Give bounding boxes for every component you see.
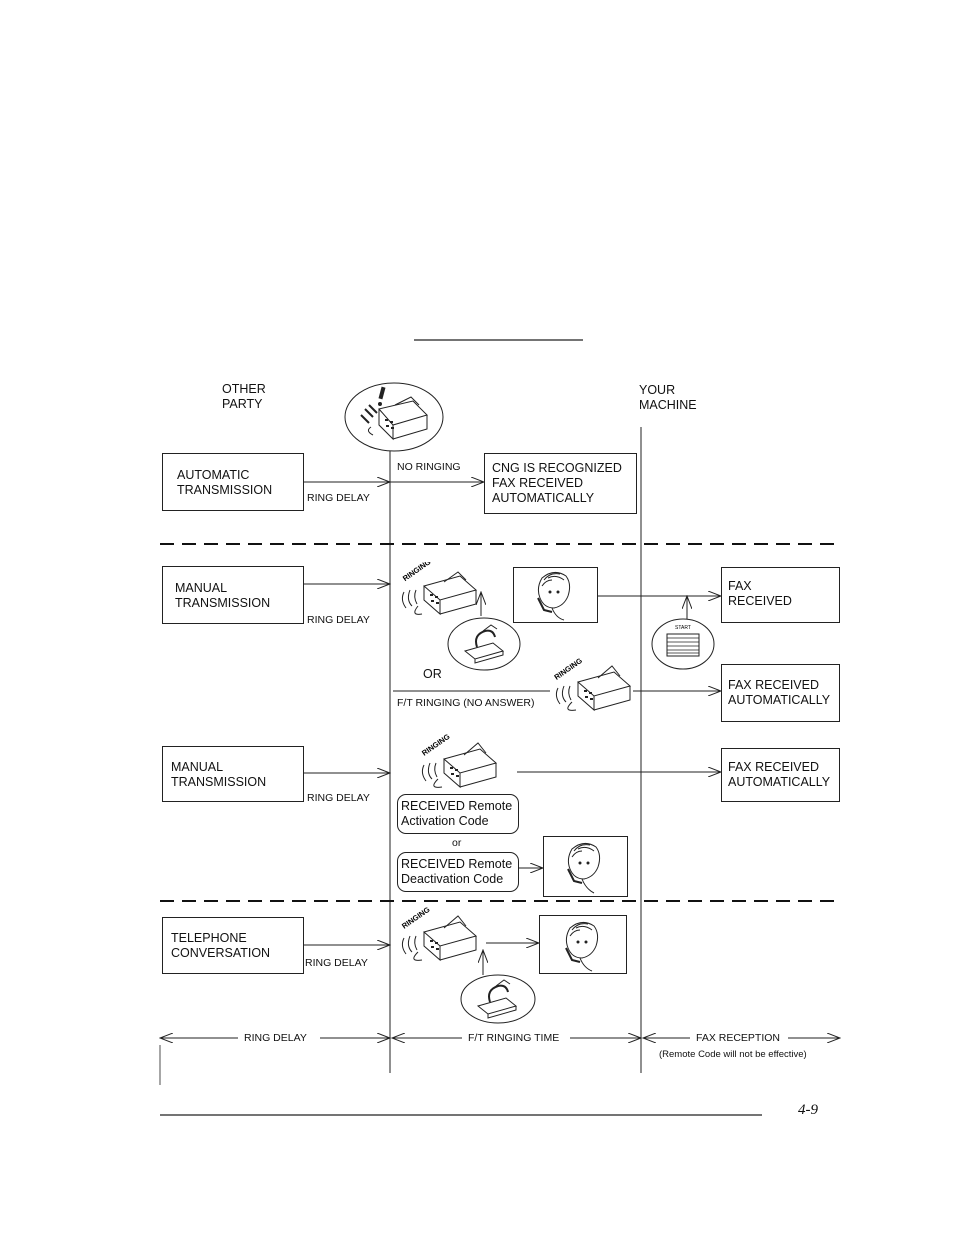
source-label: TELEPHONE CONVERSATION (171, 931, 271, 960)
ring-delay-label: RING DELAY (307, 614, 370, 626)
source-label: AUTOMATIC TRANSMISSION (177, 468, 273, 497)
handset-icon (447, 617, 521, 671)
automatic-transmission-box: AUTOMATIC TRANSMISSION (162, 453, 304, 511)
fax-received-automatically-box: FAX RECEIVED AUTOMATICALLY (721, 748, 840, 802)
telephone-conversation-box: TELEPHONE CONVERSATION (162, 917, 304, 974)
source-label: MANUAL TRANSMISSION (175, 581, 271, 610)
person-on-phone-panel (513, 567, 598, 623)
code-label: RECEIVED Remote Deactivation Code (401, 857, 513, 886)
result-label: CNG IS RECOGNIZED FAX RECEIVED AUTOMATIC… (492, 461, 622, 505)
timeline-note: (Remote Code will not be effective) (659, 1049, 807, 1060)
source-label: MANUAL TRANSMISSION (171, 760, 267, 789)
ft-ringing-label: F/T RINGING (NO ANSWER) (397, 697, 535, 709)
timeline-ring-delay: RING DELAY (244, 1032, 307, 1044)
or-label: or (452, 837, 462, 849)
person-on-phone-icon (537, 572, 571, 621)
fax-received-automatically-box: FAX RECEIVED AUTOMATICALLY (721, 664, 840, 722)
person-on-phone-panel (543, 836, 628, 897)
person-on-phone-icon (567, 843, 601, 894)
svg-text:RINGING: RINGING (400, 906, 432, 931)
other-party-heading: OTHER PARTY (222, 382, 266, 411)
result-label: FAX RECEIVED (728, 579, 792, 608)
fax-received-box: FAX RECEIVED (721, 567, 840, 623)
person-on-phone-icon (565, 922, 599, 972)
ring-delay-label: RING DELAY (305, 957, 368, 969)
fax-machine-icon: RINGING (400, 906, 478, 962)
no-ringing-label: NO RINGING (397, 461, 461, 473)
result-label: FAX RECEIVED AUTOMATICALLY (728, 678, 831, 707)
fax-machine-icon: RINGING (401, 562, 478, 616)
svg-text:RINGING: RINGING (552, 656, 584, 682)
or-label: OR (423, 667, 442, 681)
svg-text:RINGING: RINGING (420, 733, 452, 758)
page-number: 4-9 (798, 1102, 818, 1118)
code-label: RECEIVED Remote Activation Code (401, 799, 513, 828)
svg-text:START: START (675, 625, 691, 631)
remote-activation-code-box: RECEIVED Remote Activation Code (397, 794, 519, 834)
remote-deactivation-code-box: RECEIVED Remote Deactivation Code (397, 852, 519, 892)
manual-transmission-box: MANUAL TRANSMISSION (162, 566, 304, 624)
svg-text:RINGING: RINGING (401, 562, 433, 583)
cng-recognized-box: CNG IS RECOGNIZED FAX RECEIVED AUTOMATIC… (484, 453, 637, 514)
person-on-phone-panel (539, 915, 627, 974)
ring-delay-label: RING DELAY (307, 792, 370, 804)
result-label: FAX RECEIVED AUTOMATICALLY (728, 760, 831, 789)
start-button-icon: START (651, 618, 715, 670)
ring-delay-label: RING DELAY (307, 492, 370, 504)
timeline-fax-reception: FAX RECEPTION (696, 1032, 781, 1044)
manual-transmission-box: MANUAL TRANSMISSION (162, 746, 304, 802)
your-machine-heading: YOUR MACHINE (639, 383, 697, 412)
fax-machine-icon: RINGING (552, 656, 632, 712)
handset-icon (460, 974, 536, 1024)
fax-machine-icon (344, 382, 444, 452)
fax-machine-icon: RINGING (420, 733, 498, 789)
timeline-ft-ringing-time: F/T RINGING TIME (468, 1032, 560, 1044)
